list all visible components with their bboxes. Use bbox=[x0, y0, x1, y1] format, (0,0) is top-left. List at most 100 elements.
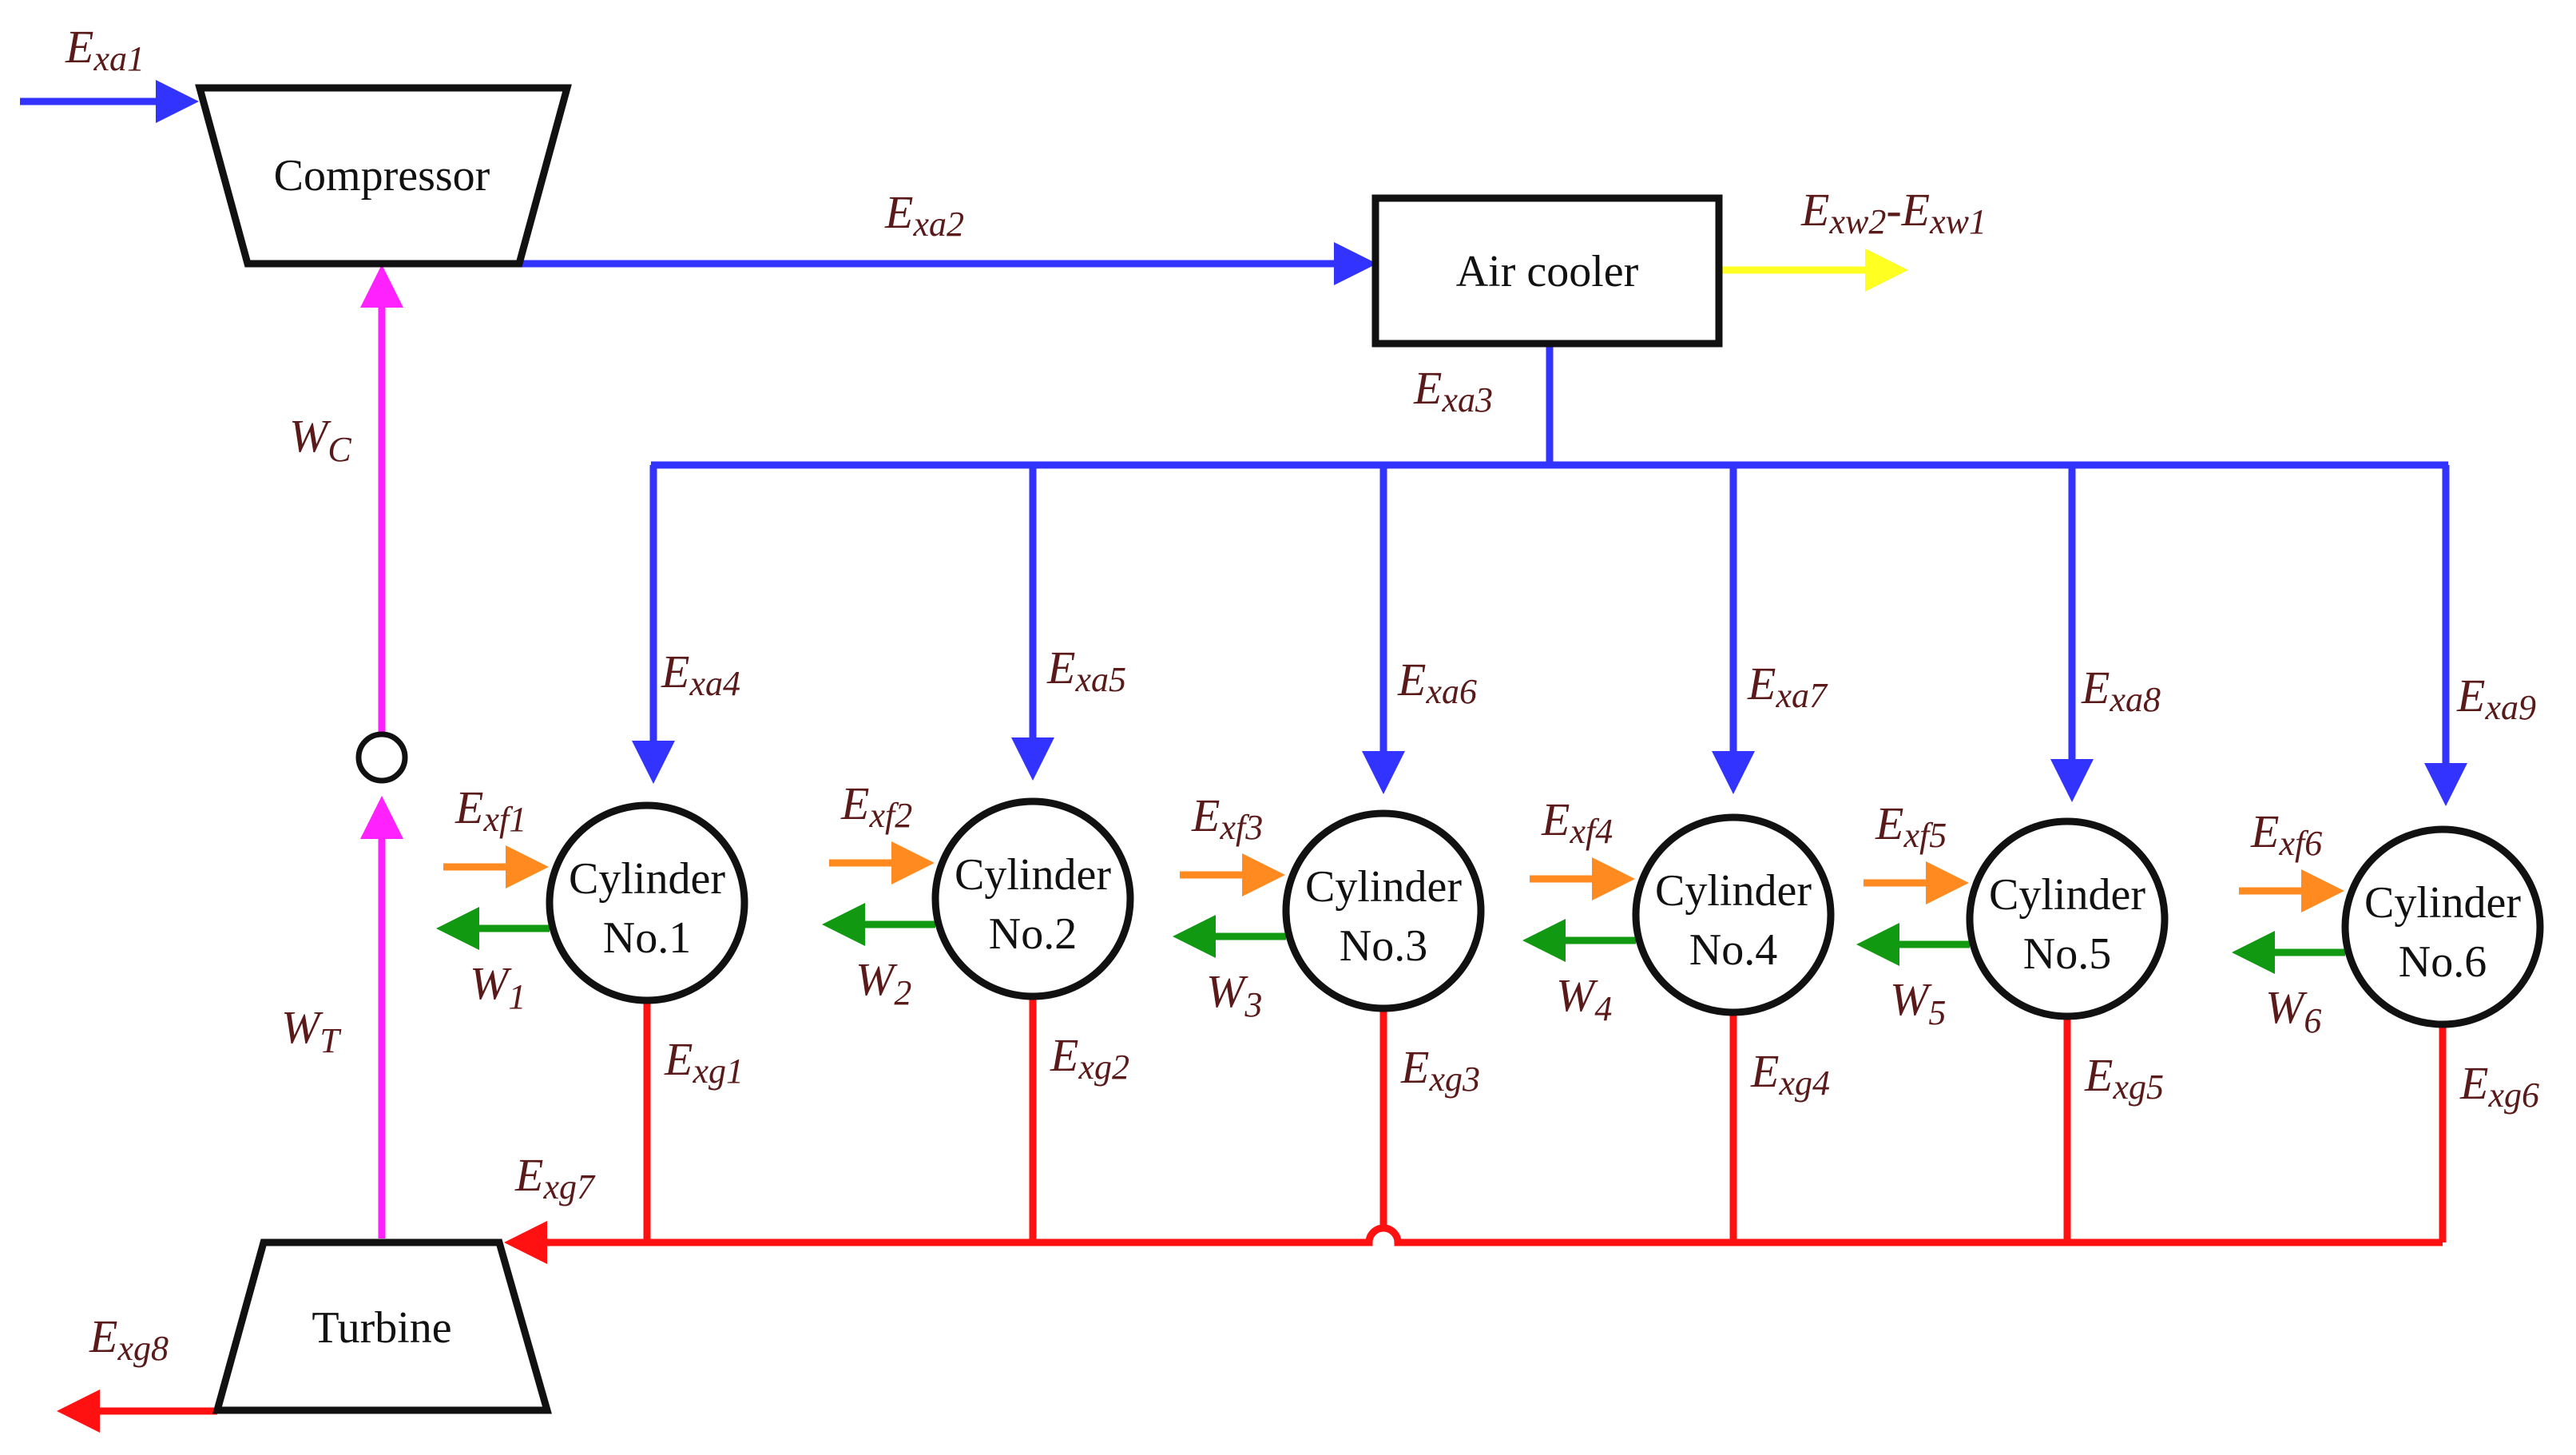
label-air-cyl1: Exa4 bbox=[661, 646, 740, 703]
shaft-coupling-icon bbox=[355, 731, 408, 784]
label-gas-cyl6-sub: xg6 bbox=[2487, 1075, 2539, 1115]
label-gas-cyl5: Exg5 bbox=[2084, 1049, 2164, 1107]
label-exa1-sub: xa1 bbox=[93, 39, 145, 78]
label-work-cyl2: W2 bbox=[855, 953, 911, 1012]
label-fuel-cyl4: Exf4 bbox=[1541, 793, 1613, 851]
label-gas-cyl4-sub: xg4 bbox=[1778, 1063, 1830, 1103]
label-gas-cyl6-symbol: E bbox=[2459, 1057, 2488, 1109]
label-work-cyl1-sub: 1 bbox=[508, 977, 526, 1016]
label-exa3-sub: xa3 bbox=[1441, 380, 1493, 419]
label-air-cyl6-sub: xa9 bbox=[2484, 688, 2536, 727]
label-exa1-symbol: E bbox=[65, 21, 93, 73]
label-exw-symbol-b: E bbox=[1901, 184, 1930, 236]
cylinder-5-number: No.5 bbox=[2023, 929, 2111, 979]
label-wc: WC bbox=[289, 410, 351, 469]
label-gas-cyl6: Exg6 bbox=[2459, 1057, 2539, 1115]
label-work-cyl2-sub: 2 bbox=[894, 973, 911, 1012]
label-work-cyl6: W6 bbox=[2265, 981, 2321, 1040]
label-work-cyl3-sub: 3 bbox=[1244, 985, 1262, 1024]
label-gas-cyl5-sub: xg5 bbox=[2112, 1067, 2164, 1107]
label-gas-cyl3: Exg3 bbox=[1400, 1041, 1480, 1099]
label-exw2-sub: xw2 bbox=[1828, 202, 1886, 241]
label-fuel-cyl1-sub: xf1 bbox=[482, 800, 526, 839]
label-air-cyl5-symbol: E bbox=[2081, 662, 2110, 714]
compressor-body bbox=[195, 84, 572, 268]
cylinder-3-number: No.3 bbox=[1340, 921, 1427, 971]
label-work-cyl4-symbol: W bbox=[1556, 969, 1598, 1021]
turbine: Turbine bbox=[212, 1238, 552, 1414]
label-fuel-cyl2: Exf2 bbox=[840, 777, 912, 835]
label-wt-sub: T bbox=[320, 1021, 342, 1060]
cylinder-1-body bbox=[546, 801, 748, 1004]
label-air-cyl4: Exa7 bbox=[1747, 658, 1828, 715]
cylinder-2-label: Cylinder bbox=[955, 850, 1111, 900]
compressor: Compressor bbox=[195, 84, 572, 268]
label-exa1: Exa1 bbox=[65, 21, 145, 78]
label-air-cyl6: Exa9 bbox=[2456, 670, 2536, 727]
turbine-label: Turbine bbox=[312, 1303, 451, 1353]
label-work-cyl1-symbol: W bbox=[470, 957, 512, 1009]
label-gas-cyl1: Exg1 bbox=[664, 1033, 744, 1091]
label-gas-cyl2: Exg2 bbox=[1050, 1029, 1129, 1087]
label-work-cyl5-sub: 5 bbox=[1928, 993, 1946, 1032]
label-gas-cyl5-symbol: E bbox=[2084, 1049, 2113, 1101]
label-fuel-cyl5-sub: xf5 bbox=[1903, 816, 1947, 855]
label-fuel-cyl6: Exf6 bbox=[2250, 805, 2322, 863]
label-work-cyl5-symbol: W bbox=[1890, 973, 1932, 1025]
label-exg7-sub: xg7 bbox=[542, 1167, 596, 1207]
label-fuel-cyl4-symbol: E bbox=[1541, 793, 1570, 845]
cylinder-5-body bbox=[1966, 817, 2169, 1020]
label-exg7-symbol: E bbox=[514, 1149, 543, 1201]
cylinder-5-label: Cylinder bbox=[1989, 870, 2145, 920]
label-exg8: Exg8 bbox=[89, 1310, 169, 1368]
label-air-cyl2: Exa5 bbox=[1046, 642, 1126, 699]
label-wt-symbol: W bbox=[281, 1001, 323, 1053]
label-fuel-cyl2-sub: xf2 bbox=[868, 796, 912, 835]
air-cooler-body bbox=[1371, 194, 1723, 348]
label-fuel-cyl6-sub: xf6 bbox=[2278, 824, 2322, 863]
label-air-cyl3-sub: xa6 bbox=[1425, 672, 1477, 711]
label-fuel-cyl5: Exf5 bbox=[1875, 797, 1947, 855]
label-air-cyl1-sub: xa4 bbox=[689, 664, 740, 703]
label-exg8-symbol: E bbox=[89, 1310, 117, 1362]
cylinder-6-body bbox=[2341, 825, 2544, 1028]
label-exa3: Exa3 bbox=[1413, 362, 1493, 419]
label-gas-cyl3-sub: xg3 bbox=[1428, 1059, 1480, 1099]
label-exw-sep: - bbox=[1886, 184, 1901, 236]
compressor-label: Compressor bbox=[274, 151, 490, 201]
label-gas-cyl4-symbol: E bbox=[1750, 1045, 1779, 1097]
label-fuel-cyl3: Exf3 bbox=[1191, 789, 1263, 847]
label-gas-cyl2-sub: xg2 bbox=[1078, 1048, 1129, 1087]
label-fuel-cyl1: Exf1 bbox=[454, 781, 526, 839]
label-wt: WT bbox=[281, 1001, 342, 1060]
label-fuel-cyl5-symbol: E bbox=[1875, 797, 1903, 849]
cylinder-2-body bbox=[931, 797, 1134, 1000]
label-air-cyl4-symbol: E bbox=[1747, 658, 1776, 710]
cylinders: CylinderNo.1Exa4Exf1W1Exg1CylinderNo.2Ex… bbox=[436, 642, 2544, 1115]
label-exw1-sub: xw1 bbox=[1929, 202, 1987, 241]
label-wc-symbol: W bbox=[289, 410, 331, 462]
label-air-cyl6-symbol: E bbox=[2456, 670, 2485, 722]
label-exw-symbol-a: E bbox=[1800, 184, 1829, 236]
cylinder-1-number: No.1 bbox=[603, 913, 691, 963]
label-air-cyl5-sub: xa8 bbox=[2109, 680, 2161, 719]
label-air-cyl2-symbol: E bbox=[1046, 642, 1075, 694]
label-fuel-cyl2-symbol: E bbox=[840, 777, 869, 829]
label-work-cyl5: W5 bbox=[1890, 973, 1946, 1032]
label-fuel-cyl3-sub: xf3 bbox=[1219, 808, 1263, 847]
cylinder-3-label: Cylinder bbox=[1305, 862, 1462, 912]
label-air-cyl4-sub: xa7 bbox=[1775, 676, 1828, 715]
label-air-cyl5: Exa8 bbox=[2081, 662, 2161, 719]
label-air-cyl1-symbol: E bbox=[661, 646, 689, 698]
label-exa2: Exa2 bbox=[884, 186, 964, 244]
air-lines bbox=[20, 80, 2467, 806]
label-gas-cyl1-sub: xg1 bbox=[692, 1051, 744, 1091]
label-work-cyl2-symbol: W bbox=[855, 953, 898, 1005]
label-exw: Exw2-Exw1 bbox=[1800, 184, 1987, 241]
